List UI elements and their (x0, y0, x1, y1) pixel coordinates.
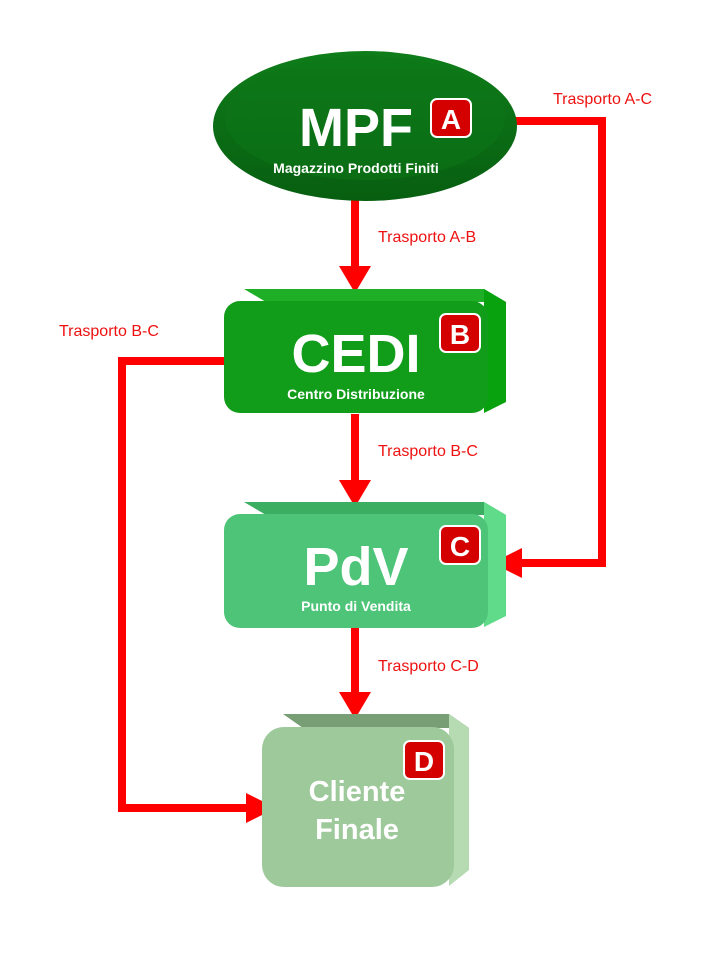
connector-c-d (339, 628, 371, 719)
mpf-subtitle: Magazzino Prodotti Finiti (273, 160, 439, 176)
connector-a-b (339, 200, 371, 293)
label-trasporto-b-c: Trasporto B-C (378, 443, 478, 460)
badge-a: A (430, 98, 472, 138)
node-pdv: PdV Punto di Vendita C (224, 502, 506, 628)
badge-d-letter: D (414, 746, 434, 777)
node-cliente-finale: Cliente Finale D (262, 714, 469, 887)
label-trasporto-b-c-left: Trasporto B-C (59, 323, 159, 340)
label-trasporto-a-c: Trasporto A-C (553, 91, 652, 108)
connector-a-c (492, 117, 606, 578)
connector-b-d (118, 357, 276, 823)
cedi-title: CEDI (291, 324, 420, 384)
node-cedi: CEDI Centro Distribuzione B (224, 289, 506, 413)
label-trasporto-a-b: Trasporto A-B (378, 229, 476, 246)
badge-d: D (403, 740, 445, 780)
badge-c: C (439, 525, 481, 565)
badge-c-letter: C (450, 531, 470, 562)
badge-b: B (439, 313, 481, 353)
mpf-title: MPF (299, 98, 413, 158)
cliente-title-line1: Cliente (309, 776, 406, 808)
node-mpf: MPF Magazzino Prodotti Finiti A (213, 51, 517, 201)
badge-a-letter: A (441, 104, 461, 135)
cliente-title-line2: Finale (315, 814, 399, 846)
connector-b-c (339, 414, 371, 507)
badge-b-letter: B (450, 319, 470, 350)
cedi-subtitle: Centro Distribuzione (287, 386, 425, 402)
label-trasporto-c-d: Trasporto C-D (378, 658, 479, 675)
pdv-subtitle: Punto di Vendita (301, 598, 411, 614)
pdv-title: PdV (303, 537, 408, 597)
